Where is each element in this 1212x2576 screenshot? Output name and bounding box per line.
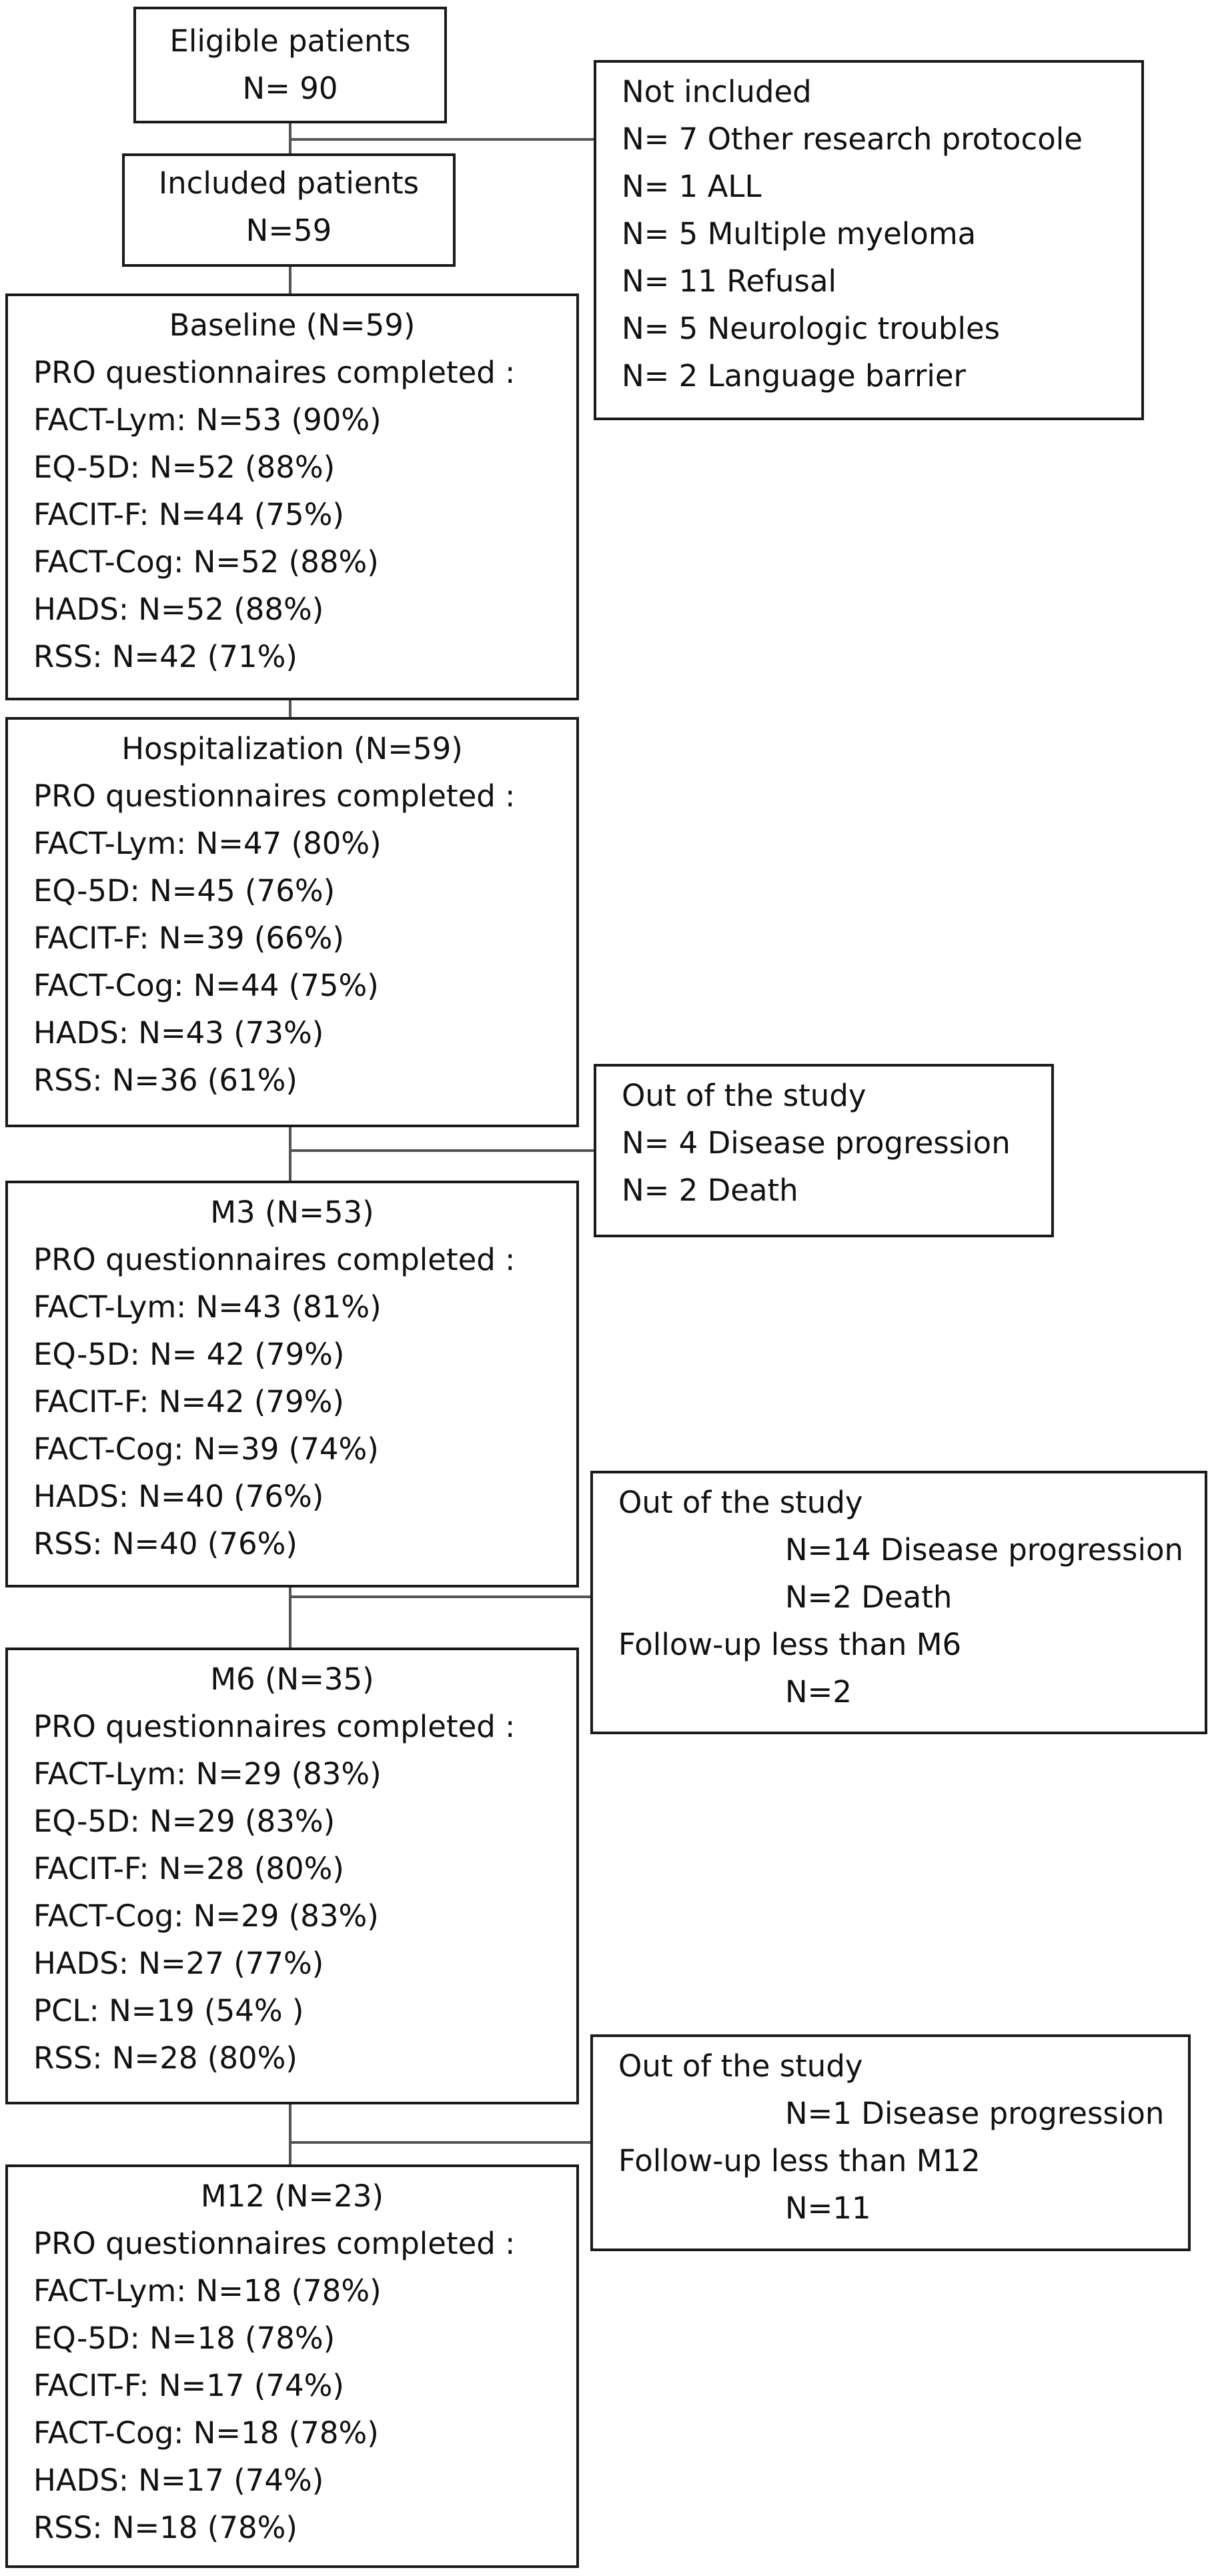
out3-reason: N=1 Disease progression [785,2096,1165,2131]
eligible-patients-box: Eligible patients N= 90 [133,7,447,123]
m3-item: FACIT-F: N=42 (79%) [33,1384,344,1419]
out2-reason: N=14 Disease progression [785,1532,1184,1567]
not-included-reason: N= 11 Refusal [622,263,837,299]
m6-item: FACT-Cog: N=29 (83%) [33,1898,379,1934]
not-included-box: Not included N= 7 Other research protoco… [594,60,1144,420]
m3-item: FACT-Cog: N=39 (74%) [33,1431,379,1467]
m3-item: HADS: N=40 (76%) [33,1479,324,1514]
not-included-reason: N= 1 ALL [622,169,762,204]
hospitalization-item: HADS: N=43 (73%) [33,1015,324,1051]
connector-m3-m6 [289,1587,291,1648]
connector-out2-branch [289,1595,594,1598]
out3-heading: Out of the study [618,2048,863,2084]
m6-item: EQ-5D: N=29 (83%) [33,1804,336,1839]
not-included-reason: N= 5 Multiple myeloma [622,216,977,251]
baseline-item: FACT-Cog: N=52 (88%) [33,544,379,580]
hospitalization-item: EQ-5D: N=45 (76%) [33,873,336,908]
eligible-title: Eligible patients [169,23,411,59]
hospitalization-item: FACT-Cog: N=44 (75%) [33,968,379,1003]
hospitalization-box: Hospitalization (N=59) PRO questionnaire… [5,717,579,1127]
connector-m6-m12 [289,2104,291,2164]
m6-subtitle: PRO questionnaires completed : [33,1709,516,1744]
baseline-title: Baseline (N=59) [169,307,416,343]
connector-out3-branch [289,2141,594,2144]
hospitalization-item: FACT-Lym: N=47 (80%) [33,826,382,861]
included-patients-box: Included patients N=59 [122,153,456,267]
included-count: N=59 [245,213,332,248]
m12-item: RSS: N=18 (78%) [33,2510,297,2545]
out-of-study-box-1: Out of the study N= 4 Disease progressio… [594,1064,1054,1237]
out3-followup-count: N=11 [785,2190,871,2226]
m3-subtitle: PRO questionnaires completed : [33,1242,516,1277]
m12-item: EQ-5D: N=18 (78%) [33,2321,336,2356]
baseline-item: RSS: N=42 (71%) [33,639,297,674]
hospitalization-subtitle: PRO questionnaires completed : [33,778,516,814]
connector-baseline-hospitalization [289,700,291,717]
m12-box: M12 (N=23) PRO questionnaires completed … [5,2164,579,2568]
m12-item: FACT-Lym: N=18 (78%) [33,2273,382,2309]
baseline-item: HADS: N=52 (88%) [33,592,324,627]
m6-item: PCL: N=19 (54% ) [33,1993,304,2028]
m6-box: M6 (N=35) PRO questionnaires completed :… [5,1648,579,2104]
baseline-box: Baseline (N=59) PRO questionnaires compl… [5,293,579,700]
baseline-item: EQ-5D: N=52 (88%) [33,450,336,485]
m6-item: FACT-Lym: N=29 (83%) [33,1756,382,1792]
not-included-reason: N= 7 Other research protocole [622,121,1083,157]
connector-exclusion-branch [289,138,594,141]
out-of-study-box-2: Out of the study N=14 Disease progressio… [590,1471,1207,1734]
m6-item: FACIT-F: N=28 (80%) [33,1851,344,1886]
out-of-study-box-3: Out of the study N=1 Disease progression… [590,2034,1191,2251]
out2-reason: N=2 Death [785,1579,953,1615]
m12-item: FACIT-F: N=17 (74%) [33,2368,344,2403]
out3-followup-label: Follow-up less than M12 [618,2143,981,2178]
connector-out1-branch [289,1149,594,1152]
m6-item: RSS: N=28 (80%) [33,2040,297,2076]
m3-item: EQ-5D: N= 42 (79%) [33,1337,345,1372]
connector-hospitalization-m3 [289,1127,291,1181]
m3-title: M3 (N=53) [210,1195,374,1230]
out2-followup-count: N=2 [785,1674,852,1710]
m12-title: M12 (N=23) [200,2178,384,2214]
eligible-count: N= 90 [242,71,338,106]
m3-item: FACT-Lym: N=43 (81%) [33,1289,382,1325]
included-title: Included patients [158,165,420,201]
out2-heading: Out of the study [618,1485,863,1520]
hospitalization-item: FACIT-F: N=39 (66%) [33,920,344,956]
not-included-reason: N= 5 Neurologic troubles [622,311,1001,346]
m12-subtitle: PRO questionnaires completed : [33,2226,516,2261]
out1-reason: N= 2 Death [622,1173,798,1208]
m12-item: HADS: N=17 (74%) [33,2463,324,2498]
m12-item: FACT-Cog: N=18 (78%) [33,2415,379,2451]
out1-heading: Out of the study [622,1078,866,1113]
hospitalization-title: Hospitalization (N=59) [121,731,463,766]
not-included-reason: N= 2 Language barrier [622,358,967,394]
m3-item: RSS: N=40 (76%) [33,1526,297,1561]
out1-reason: N= 4 Disease progression [622,1125,1011,1161]
m6-item: HADS: N=27 (77%) [33,1946,324,1981]
baseline-subtitle: PRO questionnaires completed : [33,355,516,390]
hospitalization-item: RSS: N=36 (61%) [33,1063,297,1098]
baseline-item: FACIT-F: N=44 (75%) [33,497,344,532]
baseline-item: FACT-Lym: N=53 (90%) [33,402,382,438]
not-included-heading: Not included [622,74,812,109]
m6-title: M6 (N=35) [210,1662,374,1697]
m3-box: M3 (N=53) PRO questionnaires completed :… [5,1181,579,1587]
connector-included-baseline [289,267,291,293]
out2-followup-label: Follow-up less than M6 [618,1627,962,1662]
